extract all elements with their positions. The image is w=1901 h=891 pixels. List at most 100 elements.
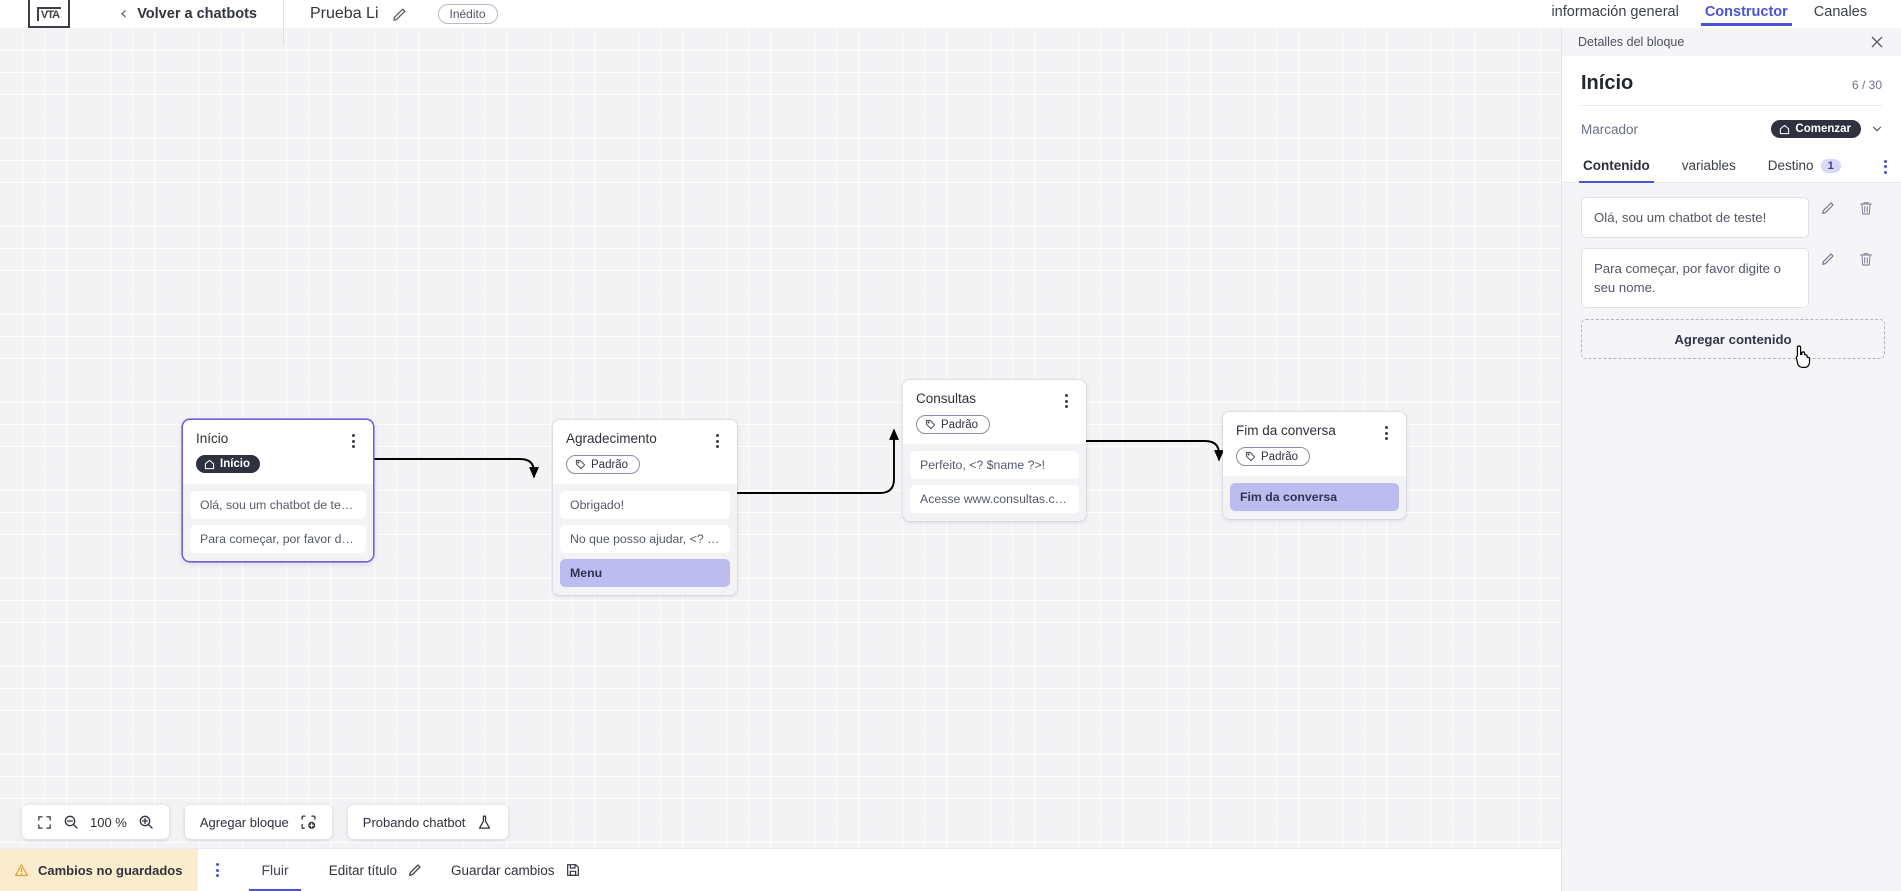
zoom-out-icon[interactable] <box>63 814 79 830</box>
content-item-row: Olá, sou um chatbot de teste! <box>1581 197 1885 239</box>
tab-constructor[interactable]: Constructor <box>1700 4 1792 26</box>
panel-tab-destino[interactable]: Destino 1 <box>1766 151 1843 182</box>
unsaved-changes-label: Cambios no guardados <box>38 862 183 878</box>
warning-triangle-icon <box>14 863 29 876</box>
node-messages: Perfeito, <? $name ?>! Acesse www.consul… <box>903 444 1086 521</box>
vtex-logo-glyph: VTA <box>36 7 62 21</box>
node-message[interactable]: Acesse www.consultas.com par... <box>910 485 1079 513</box>
node-title: Agradecimento <box>566 431 657 446</box>
flask-icon <box>476 814 493 831</box>
content-item-row: Para começar, por favor digite o seu nom… <box>1581 248 1885 309</box>
block-details-panel: Detalles del bloque Início 6 / 30 Marcad… <box>1561 28 1901 891</box>
add-content-button[interactable]: Agregar contenido <box>1581 319 1885 360</box>
node-message-highlight[interactable]: Menu <box>560 559 730 587</box>
flow-edges <box>373 428 1224 494</box>
node-header: Início <box>183 420 373 448</box>
flow-node-consultas[interactable]: Consultas Padrão Perfeito, <? $name ?>! … <box>903 380 1086 521</box>
save-changes-button[interactable]: Guardar cambios <box>451 862 581 878</box>
pencil-icon[interactable] <box>1809 251 1847 267</box>
marcador-row: Marcador Comenzar <box>1562 106 1901 151</box>
flow-canvas[interactable]: Início Início Olá, sou um chatbot de tes… <box>0 28 1561 863</box>
bottom-tab-fluir[interactable]: Fluir <box>249 849 301 891</box>
node-tag-row: Padrão <box>1223 440 1406 476</box>
panel-content-list: Olá, sou um chatbot de teste! Para começ… <box>1562 183 1901 891</box>
tag-icon <box>575 459 586 470</box>
node-tag-padrao[interactable]: Padrão <box>1236 447 1311 466</box>
home-icon <box>1780 124 1790 134</box>
zoom-level: 100 % <box>90 814 127 830</box>
node-message-highlight[interactable]: Fim da conversa <box>1230 483 1399 511</box>
page-title: Prueba Li <box>310 5 379 22</box>
trash-icon[interactable] <box>1847 251 1885 267</box>
save-disk-icon <box>566 864 579 876</box>
test-chatbot-button[interactable]: Probando chatbot <box>347 805 509 839</box>
edit-title-button[interactable]: Editar título <box>329 862 423 878</box>
save-changes-label: Guardar cambios <box>451 862 555 878</box>
panel-tab-contenido[interactable]: Contenido <box>1579 151 1654 183</box>
node-messages: Olá, sou um chatbot de teste! Para começ… <box>183 483 373 561</box>
node-messages: Obrigado! No que posso ajudar, <? $name … <box>553 484 737 595</box>
add-block-button[interactable]: Agregar bloque <box>184 805 332 839</box>
panel-tab-label: Contenido <box>1583 158 1650 173</box>
flow-node-inicio[interactable]: Início Início Olá, sou um chatbot de tes… <box>183 420 373 561</box>
node-tag-row: Padrão <box>903 408 1086 444</box>
node-message[interactable]: No que posso ajudar, <? $name ... <box>560 525 730 553</box>
node-message[interactable]: Para começar, por favor digite o ... <box>190 524 366 553</box>
chevron-down-icon <box>1872 126 1882 132</box>
node-title: Início <box>196 431 229 446</box>
marcador-control[interactable]: Comenzar <box>1771 120 1884 138</box>
tab-canales[interactable]: Canales <box>1813 3 1867 20</box>
panel-tab-variables[interactable]: variables <box>1680 151 1738 182</box>
fit-screen-icon[interactable] <box>37 815 52 830</box>
node-menu-kebab-icon[interactable] <box>1378 423 1394 440</box>
bottom-kebab-menu-icon[interactable] <box>216 863 220 877</box>
node-tag-row: Padrão <box>553 448 737 484</box>
node-tag-label: Padrão <box>941 418 979 431</box>
status-badge[interactable]: Inédito <box>437 4 498 24</box>
tag-icon <box>1245 451 1256 462</box>
top-header: VTA ‹ Volver a chatbots Prueba Li Inédit… <box>0 0 1561 44</box>
add-block-label: Agregar bloque <box>199 814 289 830</box>
marcador-value-pill[interactable]: Comenzar <box>1771 120 1861 138</box>
panel-tab-label: variables <box>1681 158 1736 173</box>
marcador-value: Comenzar <box>1795 123 1851 135</box>
zoom-in-icon[interactable] <box>138 814 154 830</box>
panel-tab-badge: 1 <box>1820 158 1841 173</box>
flow-node-agradecimento[interactable]: Agradecimento Padrão Obrigado! No que po… <box>553 420 737 595</box>
flow-node-fim-da-conversa[interactable]: Fim da conversa Padrão Fim da conversa <box>1223 412 1406 519</box>
edit-title-label: Editar título <box>328 862 397 878</box>
pencil-icon[interactable] <box>1809 200 1847 216</box>
panel-header-title: Detalles del bloque <box>1578 35 1685 49</box>
pencil-icon <box>409 864 421 876</box>
panel-body: Início 6 / 30 Marcador Comenzar <box>1562 56 1901 891</box>
node-header: Agradecimento <box>553 420 737 448</box>
node-tag-row: Início <box>183 448 373 484</box>
edit-title-pencil-icon[interactable] <box>391 6 408 23</box>
back-to-chatbots-link[interactable]: Volver a chatbots <box>137 6 257 22</box>
content-item-actions <box>1809 197 1885 216</box>
panel-divider <box>1581 105 1882 106</box>
canvas-toolbar: 100 % Agregar bloque Pro <box>22 805 509 839</box>
node-tag-padrao[interactable]: Padrão <box>916 415 991 434</box>
node-message[interactable]: Perfeito, <? $name ?>! <box>910 451 1079 479</box>
node-message[interactable]: Obrigado! <box>560 491 730 519</box>
header-tabs: información general Constructor Canales <box>1551 0 1901 28</box>
tab-informacion-general[interactable]: información general <box>1551 3 1679 20</box>
node-menu-kebab-icon[interactable] <box>709 431 725 448</box>
node-tag-label: Início <box>220 458 251 470</box>
back-chevron-icon[interactable]: ‹ <box>120 3 128 24</box>
content-item-text[interactable]: Para começar, por favor digite o seu nom… <box>1581 248 1809 309</box>
panel-tabs-kebab-icon[interactable] <box>1878 154 1893 180</box>
node-header: Fim da conversa <box>1223 412 1406 440</box>
content-item-actions <box>1809 248 1885 267</box>
node-message[interactable]: Olá, sou um chatbot de teste! <box>190 490 366 519</box>
node-menu-kebab-icon[interactable] <box>345 431 361 448</box>
close-icon[interactable] <box>1869 34 1885 50</box>
trash-icon[interactable] <box>1847 200 1885 216</box>
node-tag-inicio[interactable]: Início <box>196 455 261 473</box>
node-tag-padrao[interactable]: Padrão <box>566 455 641 474</box>
content-item-text[interactable]: Olá, sou um chatbot de teste! <box>1581 197 1809 239</box>
vtex-logo[interactable]: VTA <box>28 0 70 28</box>
node-menu-kebab-icon[interactable] <box>1058 391 1074 408</box>
panel-title-row: Início 6 / 30 <box>1562 56 1901 105</box>
